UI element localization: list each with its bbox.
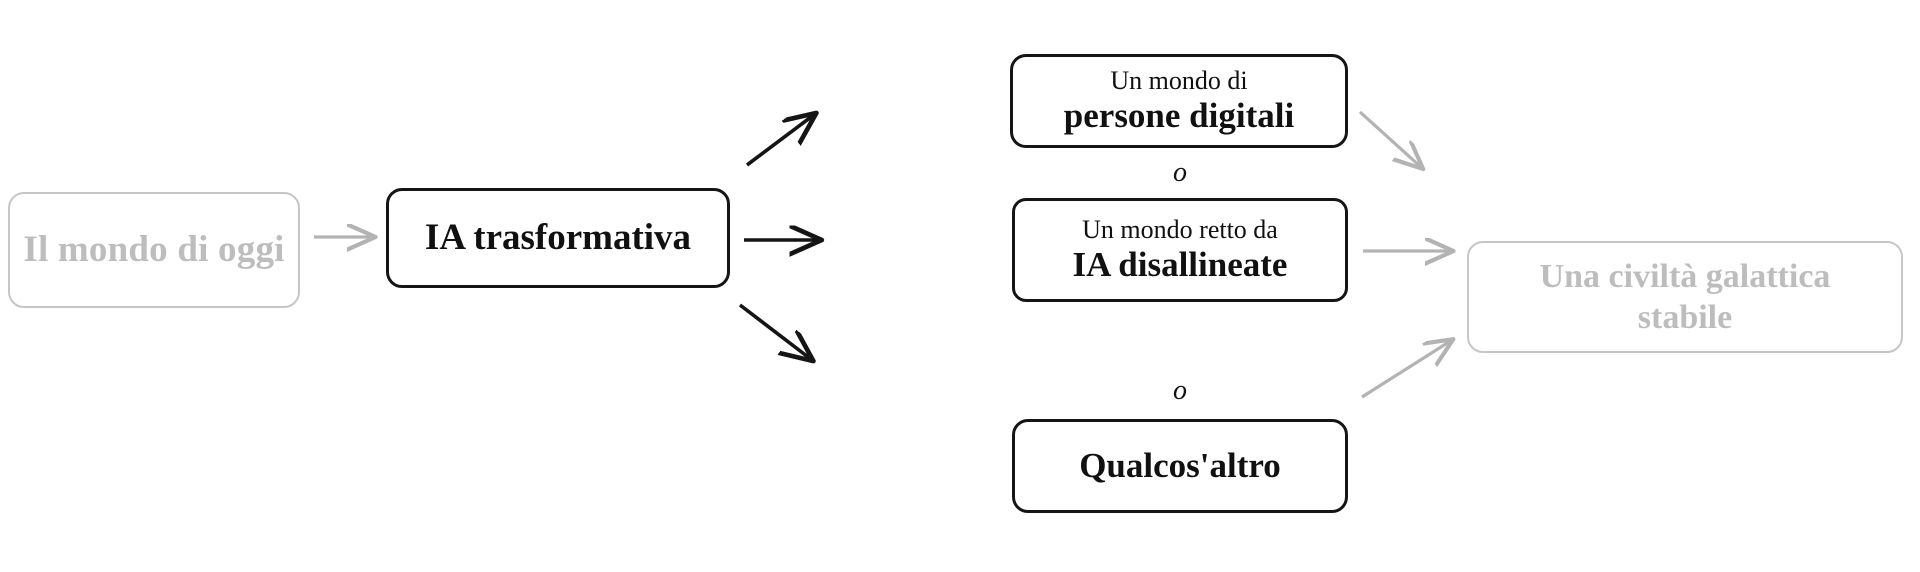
separator-o-bottom: o — [1173, 375, 1187, 406]
node-transformative-ai-label: IA trasformativa — [424, 217, 692, 259]
node-il-mondo-di-oggi[interactable]: Il mondo di oggi — [8, 192, 300, 308]
node-today-label: Il mondo di oggi — [23, 229, 285, 271]
node-something-else-label: Qualcos'altro — [1079, 446, 1281, 486]
node-ia-trasformativa[interactable]: IA trasformativa — [386, 188, 730, 288]
node-digital-people-label: persone digitali — [1063, 96, 1295, 136]
node-ia-disallineate[interactable]: Un mondo retto da IA disallineate — [1012, 198, 1348, 302]
node-misaligned-ai-label: IA disallineate — [1072, 245, 1288, 285]
arrow-transformative-ai-to-digital-people — [745, 114, 815, 167]
node-digital-people-sublabel: Un mondo di — [1110, 66, 1248, 96]
node-qualcos-altro[interactable]: Qualcos'altro — [1012, 419, 1348, 513]
node-galactic-label-line1: Una civiltà galattica — [1539, 257, 1831, 295]
node-misaligned-ai-sublabel: Un mondo retto da — [1082, 215, 1278, 245]
node-galactic-label-line2: stabile — [1637, 299, 1733, 336]
node-civilta-galattica-stabile[interactable]: Una civiltà galattica stabile — [1467, 241, 1903, 353]
arrow-transformative-ai-to-something-else — [738, 303, 812, 360]
arrow-something-else-to-galactic — [1361, 340, 1452, 399]
node-persone-digitali[interactable]: Un mondo di persone digitali — [1010, 54, 1348, 148]
separator-o-top: o — [1173, 157, 1187, 188]
arrow-digital-people-to-galactic — [1358, 110, 1422, 168]
